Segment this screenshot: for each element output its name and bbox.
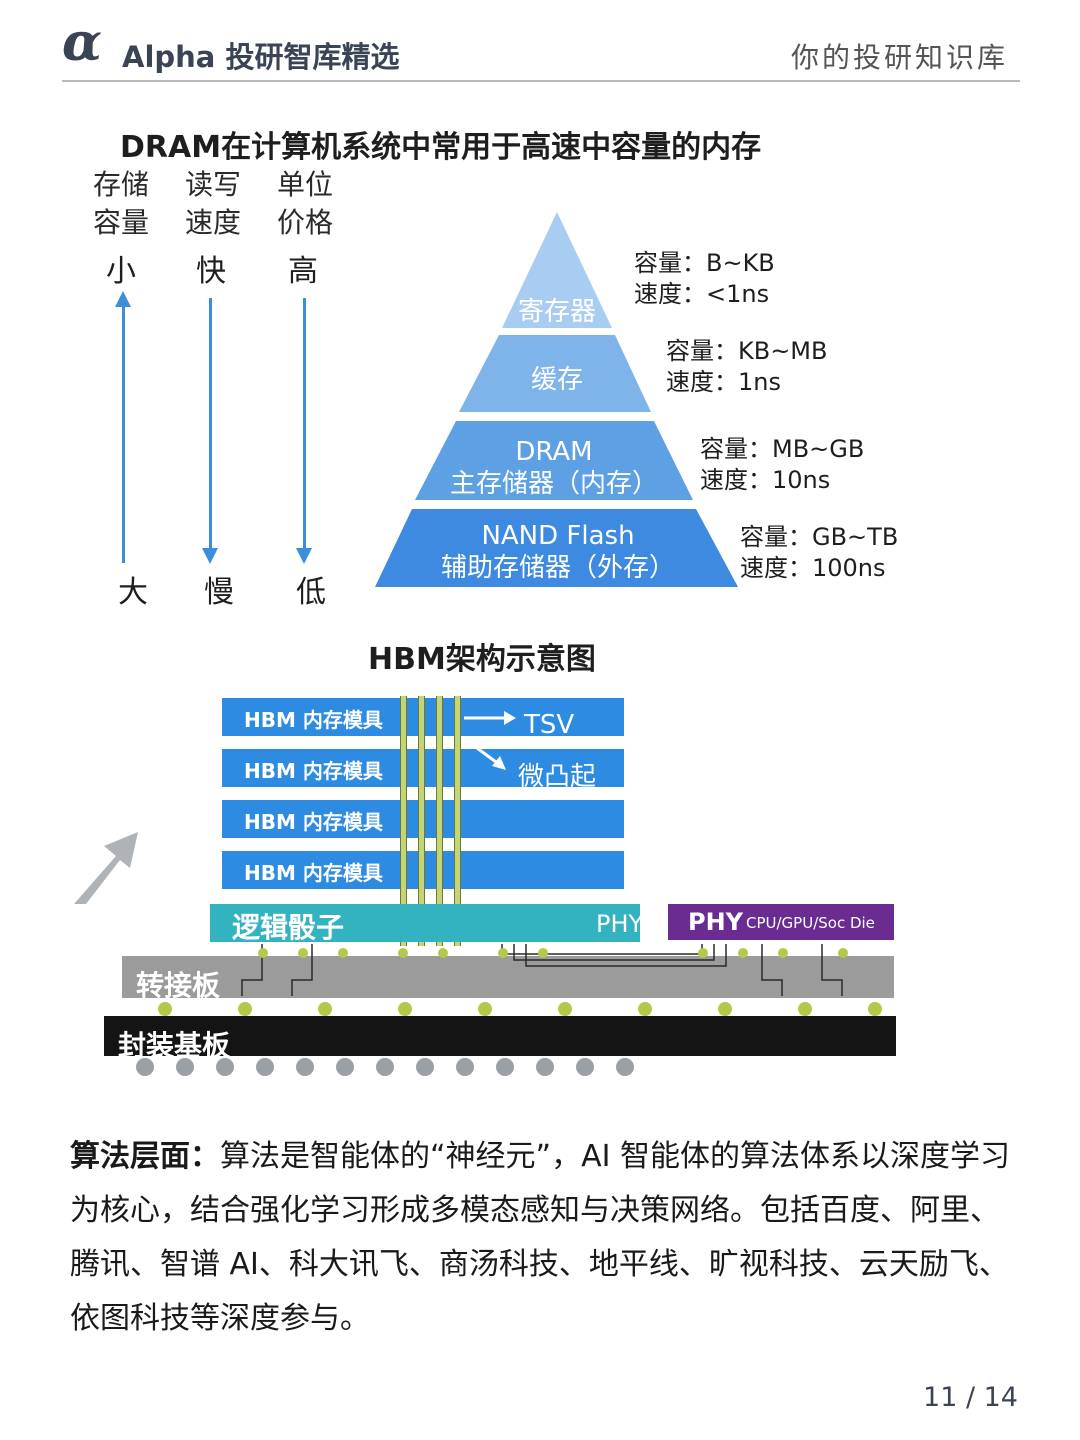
- tsv-column: [454, 696, 461, 946]
- micro-bump: [778, 948, 788, 958]
- tsv-column: [436, 696, 443, 946]
- micro-bump: [838, 948, 848, 958]
- tsv-column: [418, 696, 425, 946]
- micro-bump: [538, 948, 548, 958]
- body-paragraph: 算法层面：算法是智能体的“神经元”，AI 智能体的算法体系以深度学习为核心，结合…: [70, 1130, 1015, 1346]
- micro-bump: [498, 948, 508, 958]
- solder-ball: [336, 1058, 354, 1076]
- c4-bump: [558, 1002, 572, 1016]
- hbm-figure-title: HBM架构示意图: [368, 642, 596, 677]
- pyramid-tier-dram: [415, 421, 693, 500]
- pyramid-tier-cache: [459, 335, 651, 412]
- c4-bump: [798, 1002, 812, 1016]
- solder-ball: [176, 1058, 194, 1076]
- stack-direction-arrow-icon: [74, 832, 138, 904]
- solder-ball: [536, 1058, 554, 1076]
- price-down-arrow-icon: [296, 298, 312, 564]
- c4-bump: [718, 1002, 732, 1016]
- solder-ball: [496, 1058, 514, 1076]
- price-top-label: 高: [288, 254, 318, 289]
- header-tagline: 你的投研知识库: [790, 41, 1008, 74]
- solder-ball: [256, 1058, 274, 1076]
- tsv-column: [400, 696, 407, 946]
- capacity-up-arrow-icon: [115, 291, 131, 563]
- c4-bump: [318, 1002, 332, 1016]
- processor-phy-label: PHY: [688, 908, 744, 936]
- tier-cache-label: 缓存: [530, 365, 583, 395]
- interposer-label: 转接板: [136, 969, 221, 1002]
- memory-figure-title: DRAM在计算机系统中常用于高速中容量的内存: [120, 130, 762, 165]
- callout-arrows-icon: [464, 711, 516, 770]
- c4-bump: [638, 1002, 652, 1016]
- c4-bump: [478, 1002, 492, 1016]
- solder-ball: [416, 1058, 434, 1076]
- solder-ball: [616, 1058, 634, 1076]
- column-head-capacity: 存储容量: [92, 168, 149, 239]
- solder-ball: [456, 1058, 474, 1076]
- alpha-logo-icon: α: [62, 12, 103, 73]
- paragraph-lead: 算法层面：: [70, 1139, 220, 1174]
- solder-ball: [216, 1058, 234, 1076]
- package-substrate: [104, 1016, 896, 1056]
- logic-die: [210, 904, 640, 942]
- micro-bump: [398, 948, 408, 958]
- figure-area: DRAM在计算机系统中常用于高速中容量的内存 存储容量 读写速度 单位价格 小 …: [62, 110, 962, 1110]
- c4-bump: [398, 1002, 412, 1016]
- pyramid-tier-nand: [375, 509, 738, 587]
- pyramid-tier-register: [502, 212, 612, 328]
- paragraph-text: 算法是智能体的“神经元”，AI 智能体的算法体系以深度学习为核心，结合强化学习形…: [70, 1139, 1010, 1336]
- c4-bump: [238, 1002, 252, 1016]
- logic-die-label: 逻辑骰子: [232, 911, 345, 944]
- memory-pyramid: [375, 212, 738, 587]
- interposer-routing: [241, 944, 843, 996]
- price-bottom-label: 低: [296, 575, 326, 610]
- logic-phy-label: PHY: [596, 910, 644, 938]
- capacity-top-label: 小: [106, 254, 136, 289]
- page-number: 11 / 14: [923, 1382, 1018, 1413]
- substrate-label: 封装基板: [118, 1029, 231, 1062]
- micro-bump: [438, 948, 448, 958]
- c4-bump: [868, 1002, 882, 1016]
- solder-ball: [136, 1058, 154, 1076]
- micro-bump: [698, 948, 708, 958]
- speed-down-arrow-icon: [202, 298, 218, 564]
- solder-ball: [376, 1058, 394, 1076]
- processor-die: [668, 904, 894, 940]
- microbump-label: 微凸起: [518, 762, 597, 792]
- processor-label: CPU/GPU/Soc Die: [746, 914, 875, 932]
- page-header: α Alpha 投研智库精选 你的投研知识库: [62, 12, 1020, 82]
- micro-bump: [338, 948, 348, 958]
- solder-ball: [296, 1058, 314, 1076]
- speed-bottom-label: 慢: [204, 575, 234, 610]
- brand-name: Alpha 投研智库精选: [122, 40, 400, 74]
- column-head-speed: 读写速度: [184, 168, 241, 239]
- speed-top-label: 快: [196, 254, 226, 289]
- tsv-label: TSV: [524, 710, 575, 740]
- interposer: [122, 956, 894, 998]
- micro-bump: [738, 948, 748, 958]
- micro-bump: [298, 948, 308, 958]
- c4-bump: [158, 1002, 172, 1016]
- capacity-bottom-label: 大: [118, 575, 148, 610]
- solder-ball: [576, 1058, 594, 1076]
- column-head-price: 单位价格: [276, 168, 333, 239]
- tier-register-label: 寄存器: [517, 297, 596, 327]
- micro-bump: [258, 948, 268, 958]
